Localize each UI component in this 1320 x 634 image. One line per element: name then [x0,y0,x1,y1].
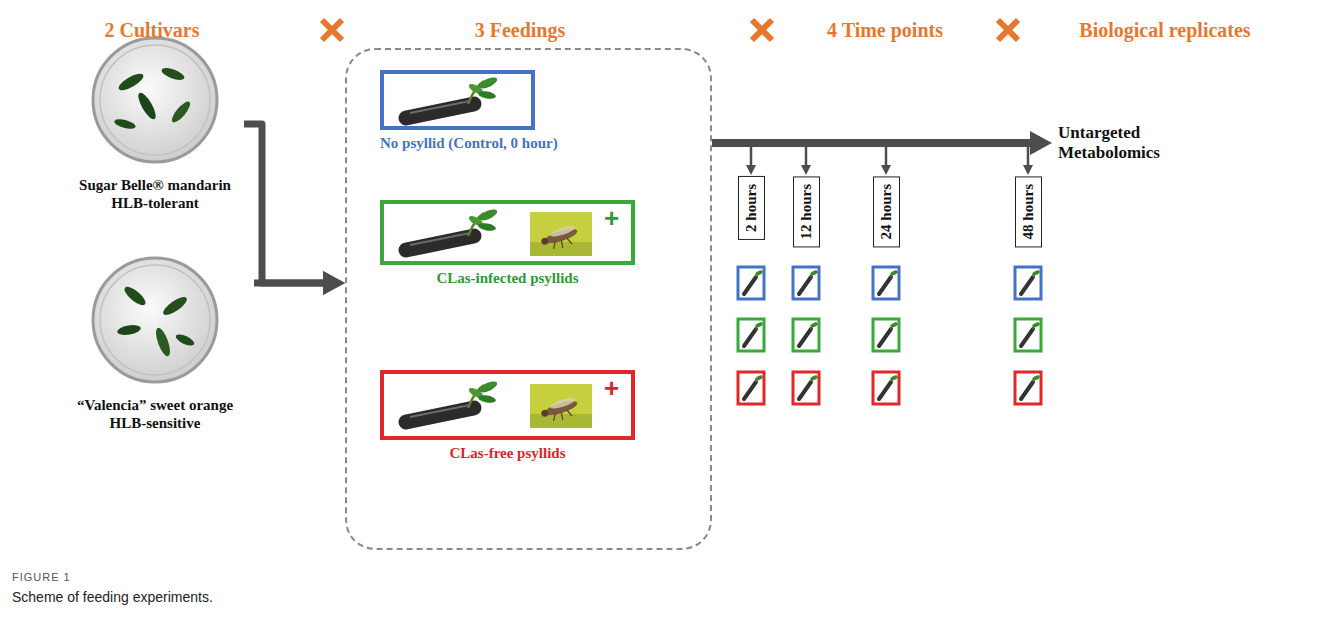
feeding-caption: CLas-infected psyllids [380,270,635,287]
figure-number: FIGURE 1 [12,571,71,583]
plus-sign: + [604,376,619,400]
feeding-caption: No psyllid (Control, 0 hour) [380,135,558,152]
time-label: 2 hours [743,184,760,232]
factor-heading: Biological replicates [1079,19,1250,42]
time-label: 12 hours [798,184,815,239]
time-point-box: 12 hours [793,176,820,247]
plant-cutting [406,379,499,422]
cultivar-label: “Valencia” sweet orange HLB-sensitive [66,396,244,432]
dish-space [66,256,244,396]
feeding-box: CLas-infected psyllids [380,200,635,287]
replicate-squares [738,267,1041,404]
flow-arrow [244,124,323,283]
time-label: 24 hours [878,184,895,239]
feeding-frame [380,370,635,440]
cultivar-dish: “Valencia” sweet orange HLB-sensitive [66,256,244,432]
feeding-frame [380,70,535,130]
petri-dish [93,38,217,162]
factor-heading: 4 Time points [827,19,943,42]
feedings-group: No psyllid (Control, 0 hour) CLas-infecte… [345,48,712,550]
plant-cutting [406,207,499,250]
figure-caption: Scheme of feeding experiments. [12,589,213,605]
flow-arrow [712,143,751,165]
flow-arrow [254,280,323,287]
cultivar-label: Sugar Belle® mandarin HLB-tolerant [66,176,244,212]
petri-dish [93,258,217,382]
multiply-sign [998,20,1018,40]
feeding-box: No psyllid (Control, 0 hour) [380,70,558,152]
feeding-caption: CLas-free psyllids [380,445,635,462]
psyllid-photo [530,212,592,256]
multiply-sign [752,20,772,40]
flow-arrow [712,143,1028,165]
time-point-box: 24 hours [873,176,900,247]
plant-cutting [406,75,499,118]
multiply-sign [322,20,342,40]
time-label: 48 hours [1020,184,1037,239]
feeding-box: CLas-free psyllids [380,370,635,462]
time-point-box: 2 hours [738,176,765,240]
outcome-label: Untargeted Metabolomics [1058,123,1190,164]
time-point-box: 48 hours [1015,176,1042,247]
psyllid-photo [530,384,592,428]
factor-heading: 2 Cultivars [105,19,200,42]
dish-space [66,36,244,176]
outcome-text: Untargeted Metabolomics [1058,123,1190,164]
flow-arrow [712,143,886,165]
factor-heading: 3 Feedings [475,19,566,42]
cultivar-dish: Sugar Belle® mandarin HLB-tolerant [66,36,244,212]
flow-arrow [712,143,806,165]
feeding-frame [380,200,635,265]
plus-sign: + [604,206,619,230]
